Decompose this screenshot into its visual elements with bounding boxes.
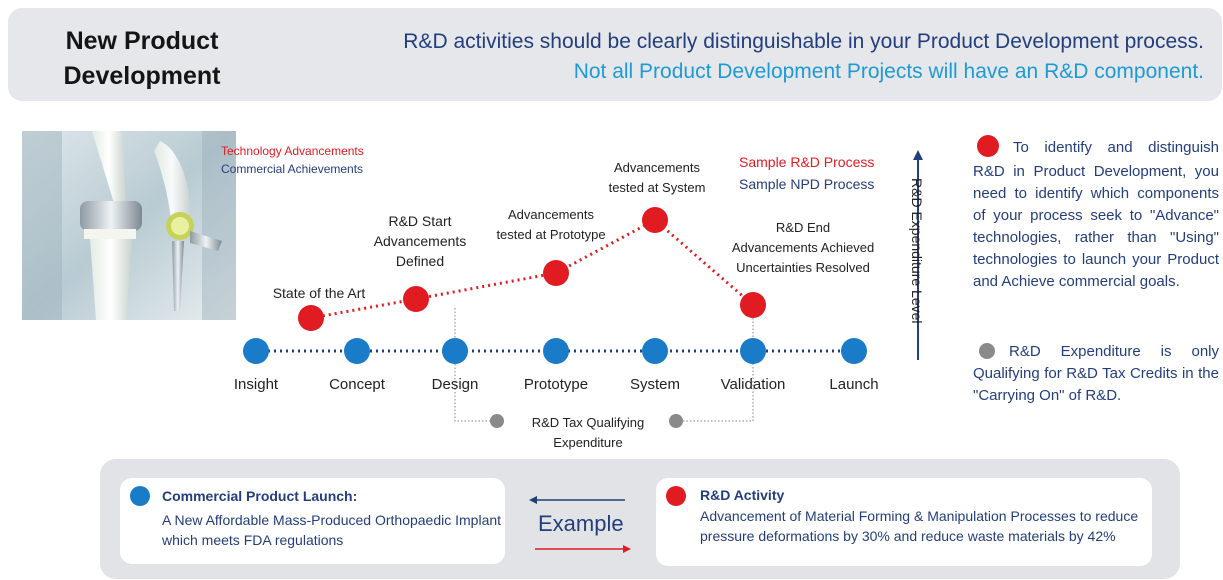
axis-label: R&D Expenditure Level xyxy=(909,178,925,324)
stage-dot-system xyxy=(642,338,668,364)
rd-dot-state xyxy=(298,305,324,331)
stage-dot-validation xyxy=(740,338,766,364)
rd-label-system: Advancements tested at System xyxy=(608,160,706,195)
commercial-heading: Commercial Product Launch: xyxy=(162,488,358,504)
qualifying-connector-left xyxy=(454,308,497,422)
legend-commercial: Commercial Achievements xyxy=(221,162,364,176)
header-banner: New Product Development R&D activities s… xyxy=(8,8,1222,101)
commercial-body: A New Affordable Mass-Produced Orthopaed… xyxy=(162,512,502,548)
side-paragraph-1: To identify and distinguish R&D in Produ… xyxy=(973,135,1219,293)
rd-activity-heading: R&D Activity xyxy=(700,487,785,503)
axis-arrowhead xyxy=(913,150,923,160)
rd-label-prototype: Advancements tested at Prototype xyxy=(496,207,606,242)
stage-design: Design xyxy=(431,376,479,393)
rd-dot-start xyxy=(403,286,429,312)
implant-photo xyxy=(22,131,236,320)
stage-validation: Validation xyxy=(720,376,786,393)
side-paragraph-2: R&D Expenditure is only Qualifying for R… xyxy=(973,341,1219,407)
stage-concept: Concept xyxy=(329,376,385,393)
stage-system: System xyxy=(629,376,680,393)
rd-dot-end xyxy=(740,292,766,318)
stage-dot-design xyxy=(442,338,468,364)
rd-activity-card: R&D Activity Advancement of Material For… xyxy=(656,478,1152,566)
example-arrows xyxy=(529,496,631,553)
rd-label-end: R&D End Advancements Achieved Uncertaint… xyxy=(731,220,875,275)
rd-dot-prototype xyxy=(543,260,569,286)
qualifying-label: R&D Tax Qualifying Expenditure xyxy=(531,415,645,450)
stage-insight: Insight xyxy=(233,376,279,393)
rd-dot-system xyxy=(642,207,668,233)
legend-rd-process: Sample R&D Process xyxy=(739,154,875,170)
stage-dot-launch xyxy=(841,338,867,364)
arrow-right-icon xyxy=(623,545,631,553)
arrow-left-icon xyxy=(529,496,537,504)
header-line-2: Not all Product Development Projects wil… xyxy=(573,60,1204,83)
rd-activity-body: Advancement of Material Forming & Manipu… xyxy=(700,508,1139,544)
stage-dot-concept xyxy=(344,338,370,364)
header-line-1: R&D activities should be clearly disting… xyxy=(403,30,1204,53)
blue-dot-icon xyxy=(130,486,150,506)
rd-label-state: State of the Art xyxy=(272,285,366,301)
stage-dot-prototype xyxy=(543,338,569,364)
legend-technology: Technology Advancements xyxy=(221,144,364,158)
qualifying-dot-right xyxy=(669,414,683,428)
red-dot-icon xyxy=(666,486,686,506)
page-title: New Product Development xyxy=(63,27,221,90)
commercial-card: Commercial Product Launch: A New Afforda… xyxy=(120,478,505,564)
side-text-2: R&D Expenditure is only Qualifying for R… xyxy=(973,343,1219,404)
qualifying-connector-right xyxy=(676,318,754,422)
legend-npd-process: Sample NPD Process xyxy=(739,176,875,192)
rd-label-start: R&D Start Advancements Defined xyxy=(373,213,467,269)
stage-launch: Launch xyxy=(829,376,879,393)
gray-dot-icon xyxy=(979,342,995,359)
side-text-1: To identify and distinguish R&D in Produ… xyxy=(973,138,1219,290)
stage-prototype: Prototype xyxy=(523,376,589,393)
stage-dot-insight xyxy=(243,338,269,364)
qualifying-dot-left xyxy=(490,414,504,428)
red-dot-icon xyxy=(977,135,999,157)
example-label: Example xyxy=(538,511,624,536)
